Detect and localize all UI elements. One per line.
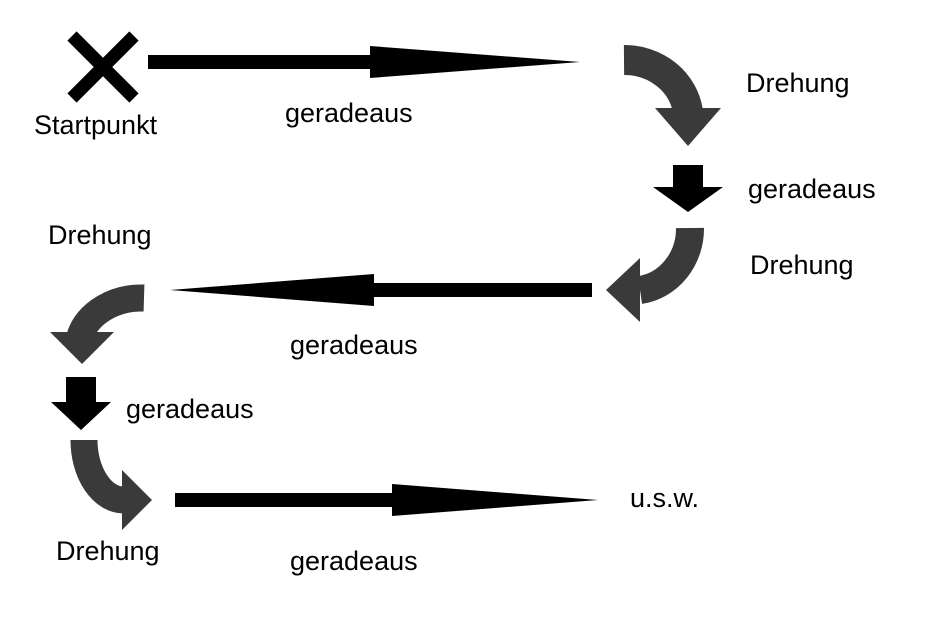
step-label-drehung-2: Drehung <box>750 250 854 280</box>
start-label: Startpunkt <box>34 110 158 140</box>
straight-arrow-right-1 <box>148 46 580 78</box>
turn-arrow-counter-clockwise-2 <box>70 439 152 530</box>
step-label-geradeaus-5: geradeaus <box>290 546 418 576</box>
step-label-geradeaus-4: geradeaus <box>126 394 254 424</box>
end-label: u.s.w. <box>630 483 699 513</box>
straight-arrow-down-1 <box>653 165 723 212</box>
step-label-drehung-3: Drehung <box>48 220 152 250</box>
straight-arrow-down-2 <box>51 377 111 430</box>
turn-arrow-counter-clockwise-1 <box>50 284 145 364</box>
step-label-geradeaus-1: geradeaus <box>285 98 413 128</box>
step-label-drehung-4: Drehung <box>56 536 160 566</box>
step-label-geradeaus-3: geradeaus <box>290 330 418 360</box>
step-label-geradeaus-2: geradeaus <box>748 174 876 204</box>
turn-arrow-clockwise-1 <box>623 44 721 146</box>
straight-arrow-left-1 <box>170 274 592 306</box>
start-marker-icon <box>67 31 139 103</box>
turn-arrow-clockwise-2 <box>606 227 705 322</box>
step-label-drehung-1: Drehung <box>746 68 850 98</box>
straight-arrow-right-2 <box>175 484 598 516</box>
